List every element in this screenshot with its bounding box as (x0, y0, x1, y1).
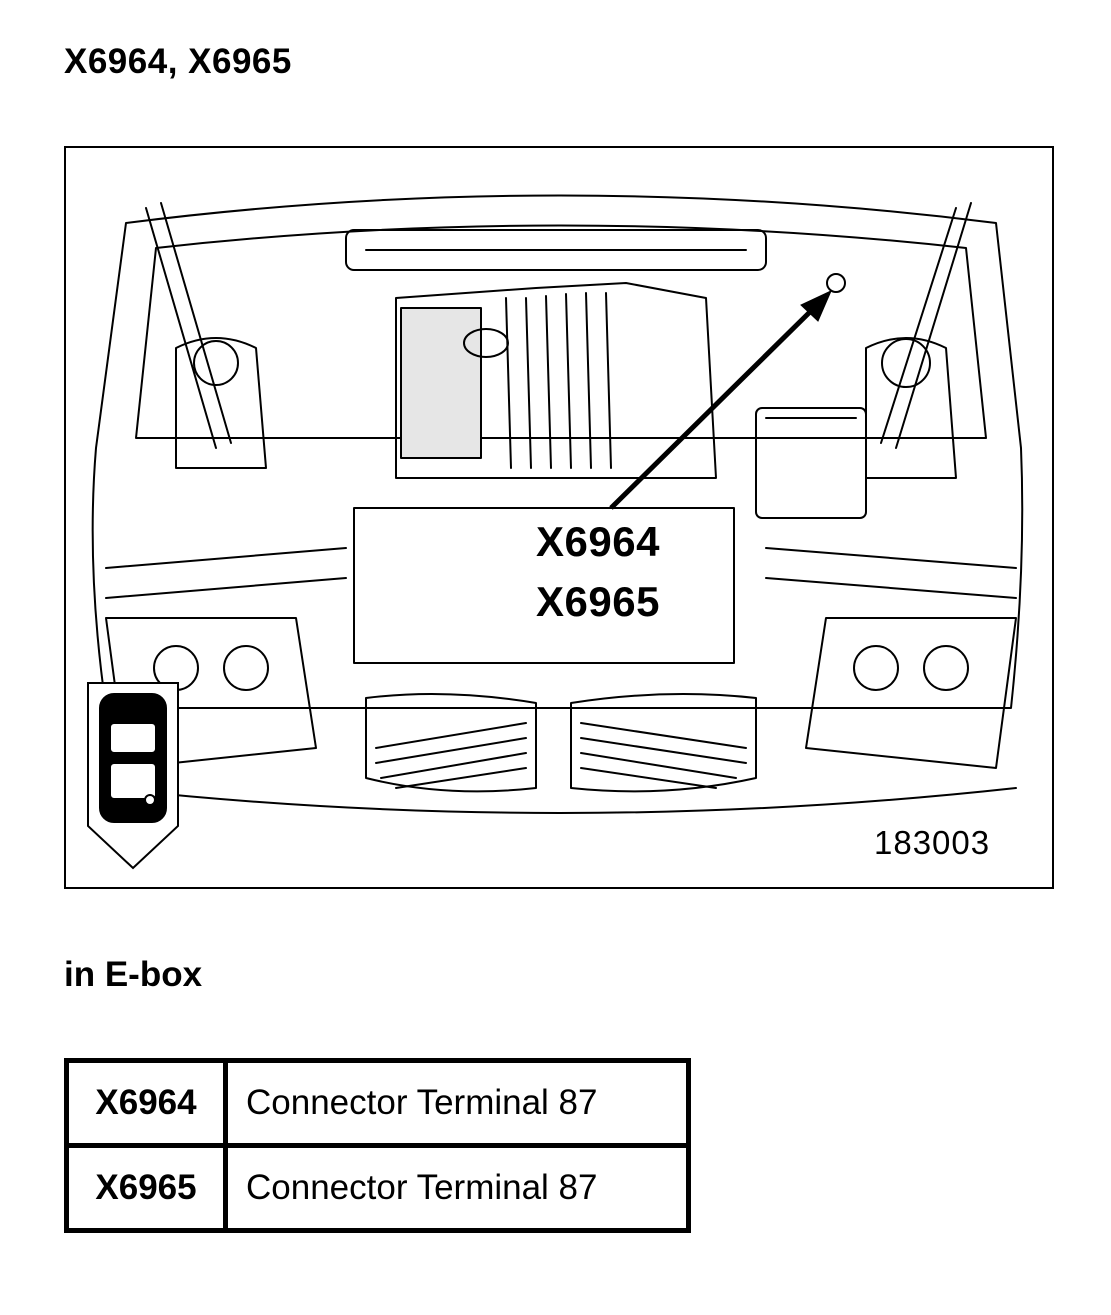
connector-code: X6964 (64, 1058, 228, 1148)
right-strut (880, 202, 972, 449)
e-box (755, 407, 867, 519)
connector-code: X6965 (64, 1143, 228, 1233)
figure-number: 183003 (874, 824, 991, 861)
page-title: X6964, X6965 (64, 42, 292, 81)
engine-cover (395, 282, 717, 479)
label-board (353, 507, 735, 664)
engine-bay-figure: X6964 X6965 183003 (64, 146, 1054, 889)
hood-inner-outline (135, 224, 987, 439)
front-bumper (105, 787, 1017, 814)
connector-description: Connector Terminal 87 (223, 1143, 691, 1233)
callout-label-x6965: X6965 (536, 578, 660, 625)
oil-cap (463, 328, 509, 358)
connector-description: Connector Terminal 87 (223, 1058, 691, 1148)
connector-point (826, 273, 846, 293)
callout-arrow (609, 289, 832, 510)
intake-box (400, 307, 482, 459)
left-strut (145, 202, 232, 449)
hood-outline (91, 194, 1024, 709)
cowl-panel (345, 229, 767, 271)
connector-legend-table: X6964 Connector Terminal 87 X6965 Connec… (64, 1058, 691, 1233)
right-reservoir (865, 337, 957, 479)
car-top-view-icon (87, 682, 179, 870)
table-row: X6964 Connector Terminal 87 (64, 1058, 691, 1148)
left-reservoir (175, 337, 267, 469)
right-headlight (805, 617, 1017, 769)
engine-bay-drawing (87, 194, 1024, 870)
radiator-support (105, 547, 1017, 569)
table-row: X6965 Connector Terminal 87 (64, 1143, 691, 1233)
location-subtitle: in E-box (64, 955, 203, 994)
callout-label-x6964: X6964 (536, 518, 660, 565)
kidney-grille-right (570, 693, 757, 793)
